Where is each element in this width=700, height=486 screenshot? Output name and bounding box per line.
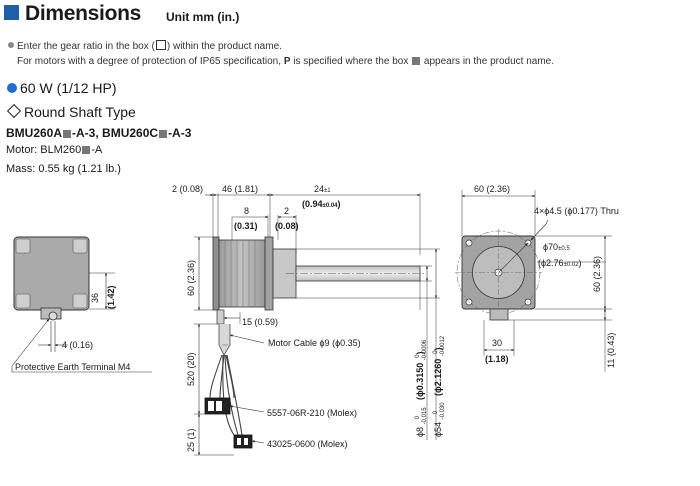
page-title: Dimensions <box>25 2 142 25</box>
mass-value: Mass: 0.55 kg (1.21 lb.) <box>6 163 121 175</box>
front-cable-gland <box>489 308 509 321</box>
rear-corner-bl <box>15 293 31 309</box>
earth-screw-icon <box>48 311 58 321</box>
svg-text:15 (0.59): 15 (0.59) <box>242 317 278 327</box>
svg-text:(0.31): (0.31) <box>234 221 258 231</box>
front-view: 60 (2.36) 4×ϕ4.5 (ϕ0.177) Thru ϕ70±0.5 (… <box>455 184 619 372</box>
mount-hole-icon <box>465 239 473 247</box>
svg-text:2: 2 <box>284 206 289 216</box>
gray-box-icon <box>159 130 168 138</box>
svg-text:4 (0.16): 4 (0.16) <box>62 340 93 350</box>
svg-text:25 (1): 25 (1) <box>186 428 196 452</box>
side-rear-cap <box>212 236 220 311</box>
svg-text:4×ϕ4.5 (ϕ0.177) Thru: 4×ϕ4.5 (ϕ0.177) Thru <box>534 206 619 216</box>
svg-text:60 (2.36): 60 (2.36) <box>592 256 602 292</box>
gear-ratio-note: Enter the gear ratio in the box () withi… <box>8 40 282 52</box>
connector-2-label: 43025-0600 (Molex) <box>267 439 348 449</box>
power-rating: 60 W (1/12 HP) <box>7 80 116 96</box>
rear-view: 36 (1.42) 4 (0.16) Protective Earth Term… <box>11 236 152 373</box>
note-bullet-icon <box>8 42 14 48</box>
svg-text:2 (0.08): 2 (0.08) <box>172 184 203 194</box>
gray-box-icon <box>63 130 72 138</box>
rear-corner-tl <box>15 238 31 254</box>
empty-box-icon <box>155 40 166 50</box>
svg-text:Motor Cable ϕ9 (ϕ0.35): Motor Cable ϕ9 (ϕ0.35) <box>268 338 361 348</box>
svg-text:(ϕ2.1260 -0.00120): (ϕ2.1260 -0.00120) <box>433 335 446 396</box>
svg-text:(ϕ0.3150 -0.00060): (ϕ0.3150 -0.00060) <box>415 339 428 400</box>
mounting-flange <box>264 236 274 311</box>
svg-text:ϕ70±0.5: ϕ70±0.5 <box>543 242 570 252</box>
svg-text:(ϕ2.76±0.02): (ϕ2.76±0.02) <box>538 258 582 268</box>
svg-text:60 (2.36): 60 (2.36) <box>474 184 510 194</box>
connector-43025 <box>233 434 253 449</box>
title-square-marker <box>4 5 19 20</box>
svg-text:(0.08): (0.08) <box>275 221 299 231</box>
gray-box-icon <box>82 146 91 154</box>
svg-text:8: 8 <box>244 206 249 216</box>
model-names: BMU260A-A-3, BMU260C-A-3 <box>6 126 192 140</box>
svg-text:36: 36 <box>90 293 100 303</box>
unit-label: Unit mm (in.) <box>166 10 240 24</box>
svg-text:24±1: 24±1 <box>314 184 331 194</box>
rear-corner-tr <box>72 238 88 254</box>
connector-1-label: 5557-06R-210 (Molex) <box>267 408 357 418</box>
svg-text:(1.18): (1.18) <box>485 354 509 364</box>
svg-text:30: 30 <box>492 338 502 348</box>
svg-text:(1.42): (1.42) <box>106 285 116 309</box>
svg-text:ϕ54 -0.0300: ϕ54 -0.0300 <box>433 402 446 437</box>
motor-name: Motor: BLM260-A <box>6 144 103 156</box>
shaft-type-heading: Round Shaft Type <box>6 103 136 120</box>
rear-corner-br <box>72 293 88 309</box>
earth-terminal-label: Protective Earth Terminal M4 <box>15 362 130 372</box>
cable-gland <box>216 309 225 325</box>
side-view: 2 (0.08) 46 (1.81) 24±1 (0.94±0.04) 8 (0… <box>172 184 446 456</box>
svg-text:ϕ8 -0.0150: ϕ8 -0.0150 <box>415 407 428 437</box>
blue-bullet-icon <box>7 83 17 93</box>
gray-box-icon <box>412 57 421 65</box>
svg-text:520 (20): 520 (20) <box>186 352 196 386</box>
motor-body <box>218 239 266 308</box>
svg-text:11 (0.43): 11 (0.43) <box>606 333 616 368</box>
motor-cable <box>218 324 231 356</box>
svg-text:60 (2.36): 60 (2.36) <box>186 260 196 296</box>
ip65-note: For motors with a degree of protection o… <box>17 56 554 67</box>
svg-text:(0.94±0.04): (0.94±0.04) <box>302 199 341 209</box>
svg-text:46 (1.81): 46 (1.81) <box>222 184 258 194</box>
